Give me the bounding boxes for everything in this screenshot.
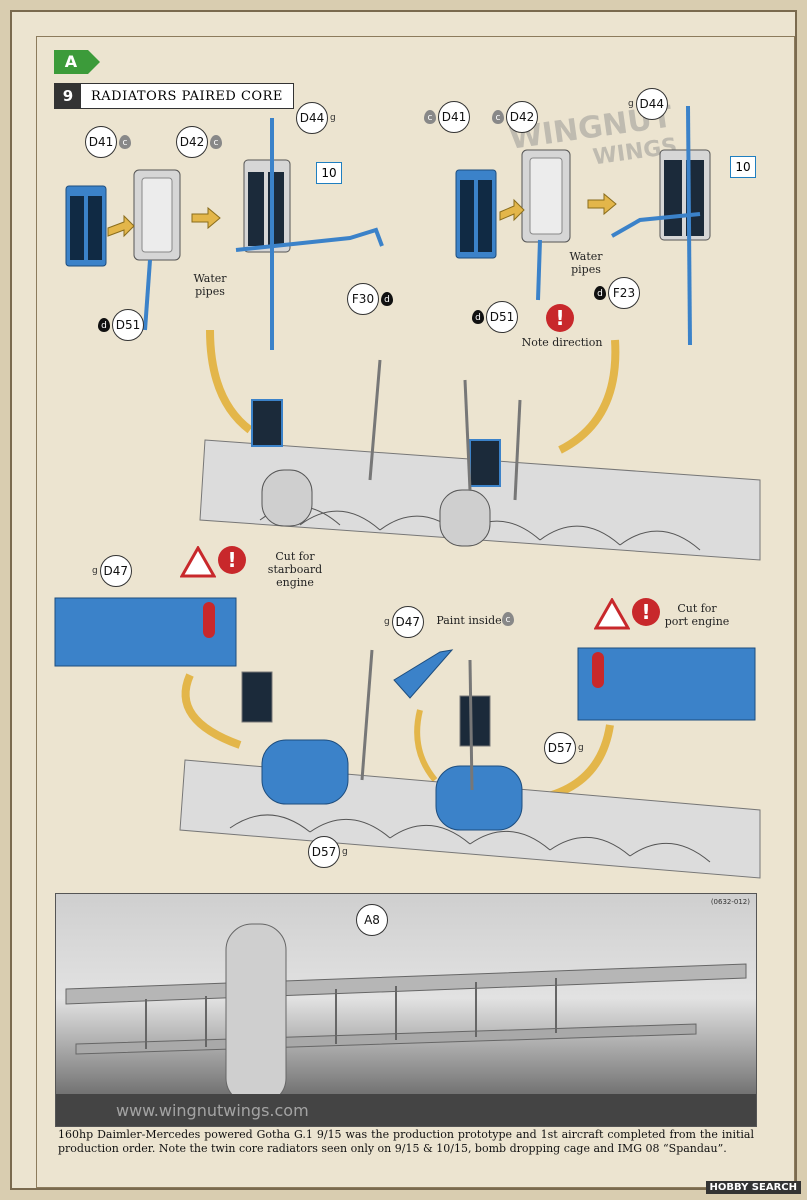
label-cut-starboard: Cut for starboard engine [267,550,323,589]
callout-box-10-left: 10 [316,162,342,184]
paint-drop-d: d [594,286,606,300]
wing-engines-upper [199,359,761,561]
callout-d44-right: g D44 [628,88,668,120]
photo-watermark: www.wingnutwings.com [116,1101,309,1120]
callout-d57-right: D57 g [544,732,584,764]
radiator-housing-right [521,149,571,301]
callout-d41-right: c D41 [424,101,470,133]
part-number-circle: D42 [176,126,208,158]
photo-reference: (0632-012) [710,898,750,906]
part-number-circle: D51 [112,309,144,341]
part-number-circle: D44 [635,88,668,120]
assembly-illustration-top [65,105,761,561]
part-number-circle: D47 [391,606,424,638]
inner-border [36,36,795,1188]
paint-drop-c: c [502,612,514,626]
label-cut-port: Cut for port engine [664,602,730,628]
paint-code-g: g [92,566,98,576]
part-number-circle: D47 [99,555,132,587]
cut-warning-triangle-icon [594,598,630,630]
cut-warning-triangle-icon [180,546,216,578]
part-number-circle: F23 [608,277,640,309]
callout-d47-middle: g D47 [384,606,424,638]
paint-drop-c: c [210,135,222,149]
callout-d51-left: d D51 [98,309,144,341]
label-water-pipes-left: Water pipes [193,272,227,298]
callout-box-10-right: 10 [730,156,756,178]
radiator-core-right [455,169,497,259]
paint-drop-d: d [381,292,393,306]
label-note-direction: Note direction [521,336,603,349]
step-title: RADIATORS PAIRED CORE [91,88,283,104]
assembly-illustration-lower [54,597,761,879]
part-number-circle: D41 [438,101,470,133]
photo-caption: 160hp Daimler-Mercedes powered Gotha G.1… [58,1128,754,1155]
paint-code-g: g [330,113,336,123]
label-paint-inside: Paint inside [436,614,502,627]
radiator-assembled-left [235,118,384,350]
radiator-core-left [65,185,107,267]
part-number-circle: D57 [544,732,576,764]
callout-f23: d F23 [594,277,640,309]
callout-d57-bottom: D57 g [308,836,348,868]
callout-d51-right: d D51 [472,301,518,333]
historical-photo: (0632-012) www.wingnutwings.com A8 [55,893,757,1127]
warning-icon: ! [632,598,660,626]
section-badge: A [54,50,100,74]
callout-f30: F30 d [347,283,393,315]
paint-drop-c: c [119,135,131,149]
aircraft-photo-silhouette: www.wingnutwings.com [56,923,756,1126]
callout-d41-left: D41 c [85,126,131,158]
step-number: 9 [55,84,81,108]
part-number-circle: D42 [506,101,538,133]
warning-icon: ! [218,546,246,574]
paint-drop-c: c [424,110,436,124]
paint-drop-c: c [492,110,504,124]
hobby-search-mark: HOBBY SEARCH [705,1181,801,1194]
part-number-circle: F30 [347,283,379,315]
paint-code-g: g [342,847,348,857]
radiator-housing-left [133,169,181,331]
callout-d42-right: c D42 [492,101,538,133]
paint-code-g: g [628,99,634,109]
callout-a8: A8 [356,904,388,936]
radiator-assembled-right [611,105,711,346]
paint-code-g: g [578,743,584,753]
step-header: 9 RADIATORS PAIRED CORE [54,83,294,109]
callout-d44-left: D44 g [296,102,336,134]
warning-icon: ! [546,304,574,332]
part-number-circle: D44 [296,102,328,134]
paint-code-g: g [384,617,390,627]
callout-d42-left: D42 c [176,126,222,158]
part-number-circle: D41 [85,126,117,158]
part-number-circle: D51 [486,301,518,333]
part-number-circle: D57 [308,836,340,868]
paint-drop-d: d [98,318,110,332]
part-number-circle: A8 [356,904,388,936]
paint-drop-d: d [472,310,484,324]
label-water-pipes-right: Water pipes [569,250,603,276]
callout-d47-left: g D47 [92,555,132,587]
